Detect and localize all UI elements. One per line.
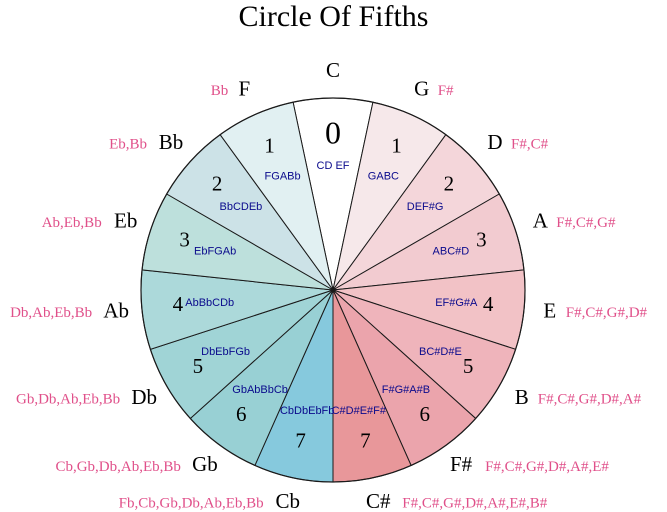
scale-notes-f-sharp: F#G#A#B <box>382 384 430 396</box>
scale-notes-eb: EbFGAb <box>194 246 236 258</box>
accidentals-f-sharp: F#,C#,G#,D#,A#,E# <box>485 459 609 475</box>
key-label-a: A <box>533 208 549 232</box>
accidental-count-g: 1 <box>391 133 402 157</box>
accidentals-g: F# <box>438 83 454 99</box>
scale-notes-gb: GbAbBbCb <box>232 384 288 396</box>
scale-notes-db: DbEbFGb <box>201 346 250 358</box>
accidentals-d: F#,C# <box>511 137 549 153</box>
scale-notes-d: DEF#G <box>407 201 444 213</box>
key-label-g: G <box>414 77 429 101</box>
accidental-count-c-sharp: 7 <box>360 428 371 452</box>
accidental-count-bb: 2 <box>212 171 223 195</box>
accidental-count-d: 2 <box>444 171 455 195</box>
accidentals-db: Gb,Db,Ab,Eb,Bb <box>16 391 120 407</box>
key-label-f: F <box>238 77 250 101</box>
accidental-count-c: 0 <box>325 114 341 150</box>
accidentals-cb: Fb,Cb,Gb,Db,Ab,Eb,Bb <box>119 496 264 512</box>
accidentals-e: F#,C#,G#,D# <box>566 305 648 321</box>
scale-notes-a: ABC#D <box>433 246 470 258</box>
key-label-gb: Gb <box>192 452 218 476</box>
key-label-db: Db <box>131 385 157 409</box>
accidentals-eb: Ab,Eb,Bb <box>42 215 102 231</box>
scale-notes-e: EF#G#A <box>435 297 478 309</box>
scale-notes-b: BC#D#E <box>419 346 462 358</box>
accidentals-f: Bb <box>211 83 229 99</box>
key-label-cb: Cb <box>275 489 300 512</box>
accidental-count-e: 4 <box>483 292 494 316</box>
accidental-count-cb: 7 <box>295 428 306 452</box>
accidental-count-a: 3 <box>476 228 487 252</box>
accidental-count-db: 5 <box>193 354 204 378</box>
key-label-c: C <box>326 58 340 82</box>
accidental-count-gb: 6 <box>236 402 247 426</box>
accidental-count-b: 5 <box>463 354 474 378</box>
scale-notes-g: GABC <box>368 171 399 183</box>
key-label-eb: Eb <box>114 208 137 232</box>
scale-notes-ab: AbBbCDb <box>185 297 234 309</box>
accidentals-gb: Cb,Gb,Db,Ab,Eb,Bb <box>55 459 180 475</box>
accidentals-a: F#,C#,G# <box>556 215 616 231</box>
outer-ring <box>140 97 526 483</box>
accidental-count-f: 1 <box>264 133 275 157</box>
accidentals-c-sharp: F#,C#,G#,D#,A#,E#,B# <box>402 496 548 512</box>
diagram-title: Circle Of Fifths <box>238 0 429 33</box>
scale-notes-f: FGABb <box>265 171 301 183</box>
key-label-c-sharp: C# <box>366 489 391 512</box>
scale-notes-c-sharp: C#D#E#F# <box>332 405 387 417</box>
accidental-count-ab: 4 <box>173 292 184 316</box>
key-label-e: E <box>543 299 556 323</box>
key-label-bb: Bb <box>159 130 184 154</box>
accidental-count-eb: 3 <box>179 228 190 252</box>
accidentals-bb: Eb,Bb <box>109 137 147 153</box>
key-label-f-sharp: F# <box>450 452 473 476</box>
accidental-count-f-sharp: 6 <box>419 402 430 426</box>
wedge-layer <box>140 97 526 483</box>
key-label-b: B <box>515 385 529 409</box>
accidentals-ab: Db,Ab,Eb,Bb <box>10 305 92 321</box>
scale-notes-bb: BbCDEb <box>220 201 263 213</box>
scale-notes-c: CD EF <box>317 160 350 172</box>
scale-notes-cb: CbDbEbFb <box>280 405 334 417</box>
key-label-d: D <box>487 130 502 154</box>
key-label-ab: Ab <box>103 299 129 323</box>
accidentals-b: F#,C#,G#,D#,A# <box>538 391 642 407</box>
